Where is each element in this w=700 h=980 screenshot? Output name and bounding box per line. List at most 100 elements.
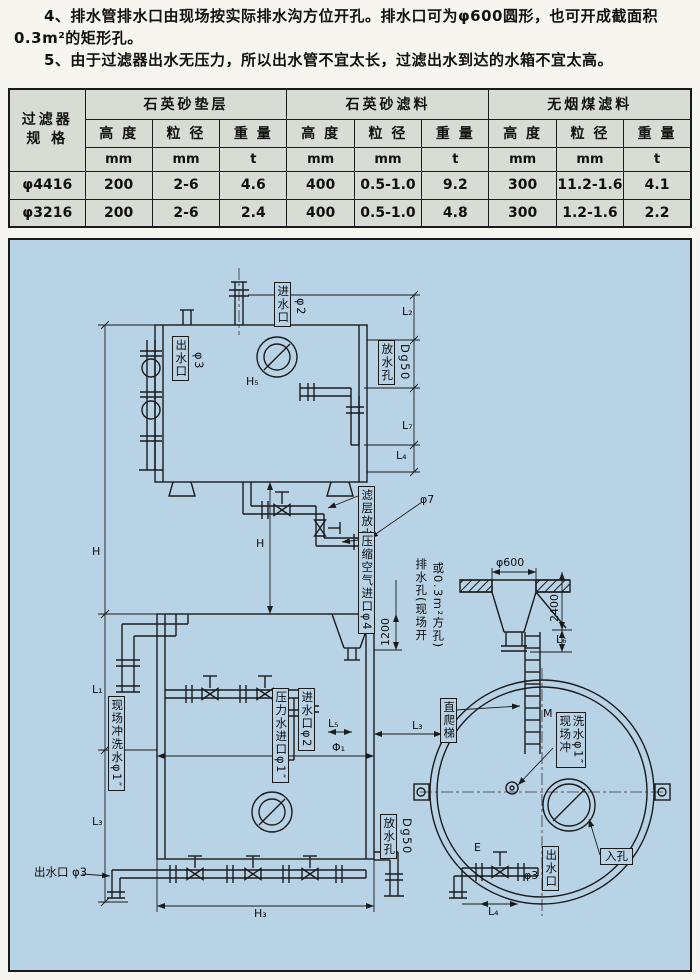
label-layer-drain-text: 滤层放水 (360, 489, 375, 541)
table-cell: 1.2-1.6 (555, 198, 625, 228)
dim-h-left: H (92, 545, 101, 558)
label-pressure-inlet-dia: φ1″ (274, 756, 289, 780)
dim-dia600: φ600 (496, 556, 525, 569)
unit-cell: mm (488, 146, 557, 172)
unit-cell: mm (555, 146, 625, 172)
label-dia7: φ7 (420, 493, 435, 506)
spec-cell: φ3216 (8, 198, 86, 228)
table-cell: 300 (488, 198, 557, 228)
table-row: φ4416 200 2-6 4.6 400 0.5-1.0 9.2 300 11… (8, 170, 692, 200)
label-site-wash-left-text: 现场冲洗水 (110, 699, 125, 764)
mark-e: E (474, 841, 481, 854)
label-site-wash-left-dia: φ1″ (110, 764, 125, 788)
label-site-wash-right-line1: 现场冲 (558, 715, 573, 754)
table-cell: 2-6 (151, 170, 221, 200)
unit-cell: mm (353, 146, 423, 172)
label-inlet-a: 进水口 (274, 282, 292, 327)
label-drain-open-2: 或0.3m²方孔) (431, 562, 446, 649)
table-cell: 2.4 (219, 198, 288, 228)
label-outlet-d-dia: φ3 (524, 869, 539, 882)
dim-l7: L₇ (402, 419, 413, 432)
label-pressure-inlet-text: 压力水进口 (274, 691, 289, 756)
label-pressure-inlet: 压力水进口φ1″ (272, 688, 290, 783)
label-manhole: 入孔 (600, 848, 633, 866)
table-cell: 4.1 (623, 170, 692, 200)
dim-l5: L₅ (328, 717, 339, 730)
mark-m: M (543, 707, 553, 720)
label-inlet-a-text: 进水口 (276, 285, 291, 324)
dim-phi1: Φ₁ (332, 741, 346, 754)
label-outlet-a: 出水口 (172, 336, 190, 381)
unit-cell: mm (286, 146, 355, 172)
label-inlet-c: 进水口φ2 (298, 688, 316, 751)
group-header: 无烟煤滤料 (488, 88, 692, 120)
col-header: 高 度 (286, 118, 355, 148)
dim-1200: 1200 (379, 618, 392, 646)
table-cell: 0.5-1.0 (353, 170, 423, 200)
unit-cell: t (623, 146, 692, 172)
label-layer-drain: 滤层放水 (358, 486, 376, 544)
table-subhead-row: 高 度 粒 径 重 量 高 度 粒 径 重 量 高 度 粒 径 重 量 (9, 118, 692, 148)
label-ladder-text: 直爬梯 (442, 701, 457, 740)
table-cell: 400 (286, 170, 355, 200)
table-cell: 200 (84, 198, 153, 228)
note-item-5: 5、由于过滤器出水无压力，所以出水管不宜太长，过滤出水到达的水箱不宜太高。 (44, 50, 613, 69)
unit-cell: t (421, 146, 490, 172)
dim-2400: 2400 (548, 594, 561, 622)
label-outlet-d: 出水口 (542, 846, 560, 891)
dim-l1: L₁ (92, 683, 103, 696)
label-drain-c: 放水孔 (380, 814, 398, 859)
table-cell: 300 (488, 170, 557, 200)
label-inlet-a-dia: φ2 (294, 298, 309, 316)
col-header: 粒 径 (353, 118, 423, 148)
table-cell: 200 (84, 170, 153, 200)
label-outlet-c: 出水口 φ3 (34, 865, 88, 879)
label-drain-a-text: 放水孔 (380, 343, 395, 382)
label-site-wash-left: 现场冲洗水φ1″ (108, 696, 126, 791)
table-cell: 4.8 (421, 198, 490, 228)
label-outlet-a-dia: φ3 (192, 352, 207, 370)
label-drain-open-1: 排水孔(现场开 (414, 558, 429, 642)
label-air-inlet-text: 压缩空气进口 (360, 535, 375, 613)
col-header: 重 量 (623, 118, 692, 148)
note-item-4: 4、排水管排水口由现场按实际排水沟方位开孔。排水口可为φ600圆形，也可开成截面… (14, 7, 658, 47)
label-air-inlet: 压缩空气进口φ4 (358, 532, 376, 634)
table-corner-cell: 过滤器 规 格 (8, 88, 86, 172)
col-header: 重 量 (421, 118, 490, 148)
label-site-wash-right-line2: 洗水φ1″ (571, 715, 586, 765)
label-outlet-d-text: 出水口 (544, 849, 559, 888)
label-drain-a: 放水孔 (378, 340, 396, 385)
label-ladder: 直爬梯 (440, 698, 458, 743)
unit-cell: t (219, 146, 288, 172)
dim-l6: L₆ (556, 633, 567, 646)
dim-l4: L₄ (396, 449, 407, 462)
table-unit-row: mm mm t mm mm t mm mm t (9, 146, 692, 172)
label-drain-c-dia: Dg50 (400, 818, 415, 855)
unit-cell: mm (84, 146, 153, 172)
label-inlet-c-text: 进水口 (300, 691, 315, 730)
dim-l3-left: L₃ (92, 815, 103, 828)
label-site-wash-right: 现场冲洗水φ1″ (556, 712, 587, 768)
table-cell: 2.2 (623, 198, 692, 228)
label-outlet-a-text: 出水口 (174, 339, 189, 378)
col-header: 高 度 (84, 118, 153, 148)
col-header: 粒 径 (151, 118, 221, 148)
table-cell: 9.2 (421, 170, 490, 200)
label-drain-c-text: 放水孔 (382, 817, 397, 856)
table-cell: 0.5-1.0 (353, 198, 423, 228)
col-header: 重 量 (219, 118, 288, 148)
label-inlet-c-dia: φ2 (300, 730, 315, 748)
label-drain-a-dia: Dg50 (398, 344, 413, 381)
spec-cell: φ4416 (8, 170, 86, 200)
dim-l3-right: L₃ (412, 719, 423, 732)
piping-diagram (81, 268, 671, 916)
table-row: φ3216 200 2-6 2.4 400 0.5-1.0 4.8 300 1.… (8, 198, 692, 228)
col-header: 高 度 (488, 118, 557, 148)
dim-l2: L₂ (402, 305, 413, 318)
table-cell: 11.2-1.6 (555, 170, 625, 200)
table-cell: 2-6 (151, 198, 221, 228)
group-header: 石英砂滤料 (286, 88, 490, 120)
table-cell: 400 (286, 198, 355, 228)
corner-line2: 规 格 (26, 131, 69, 148)
corner-line1: 过滤器 (21, 112, 73, 129)
